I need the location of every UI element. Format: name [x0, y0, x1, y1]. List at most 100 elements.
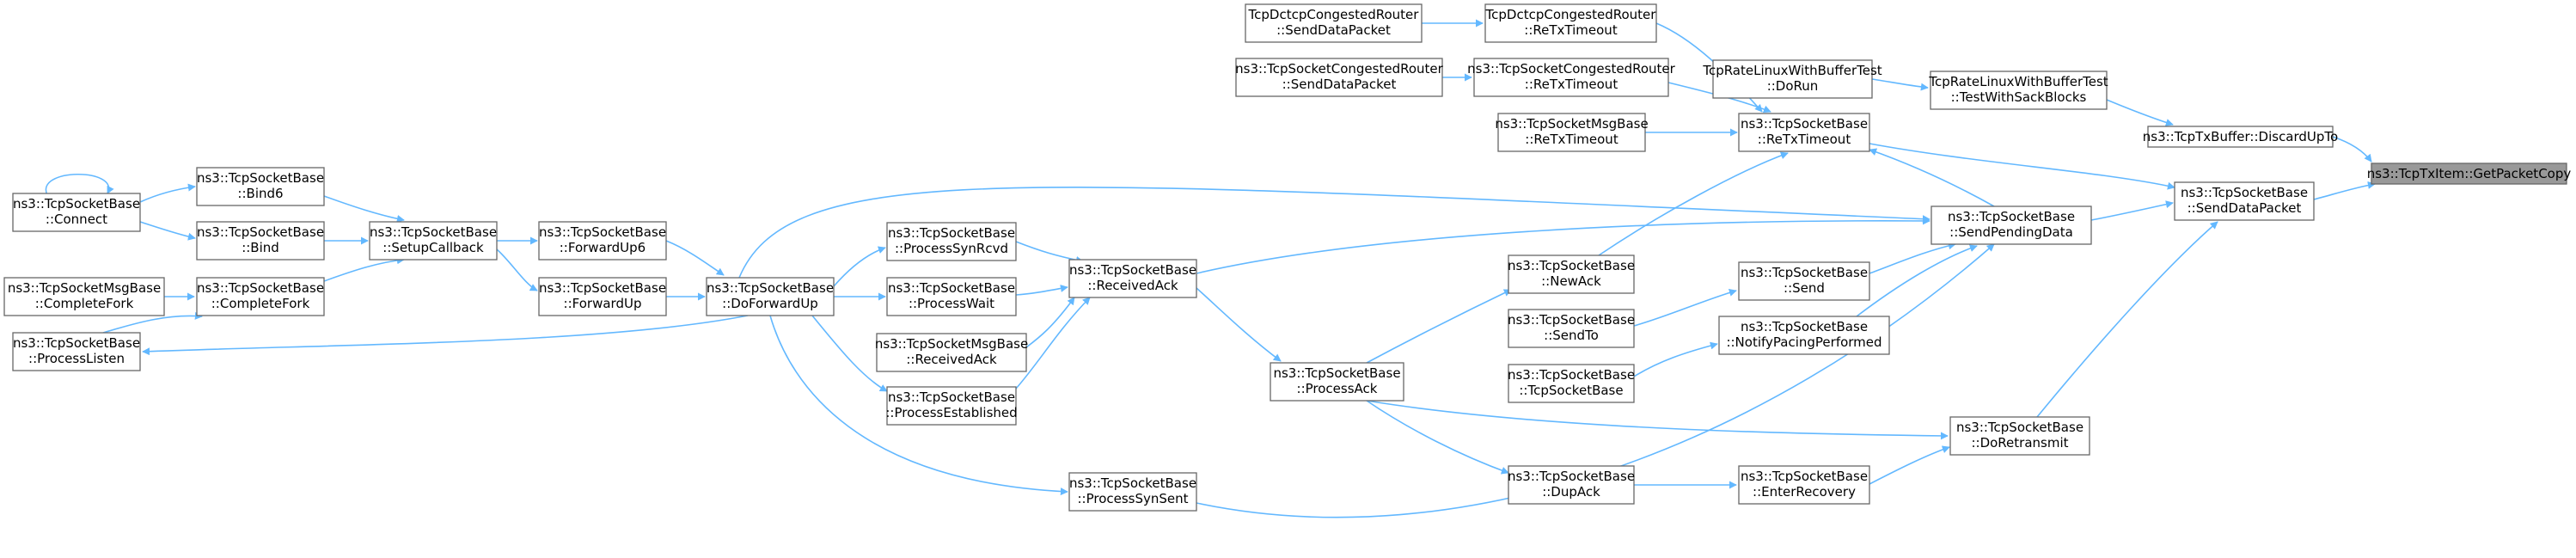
node-box	[369, 221, 498, 261]
node-box	[1484, 3, 1657, 43]
node-msg_retx[interactable]: ns3::TcpSocketMsgBase::ReTxTimeout	[1495, 113, 1649, 152]
node-box	[886, 222, 1017, 261]
node-label-line: ::SendDataPacket	[1282, 77, 1397, 92]
node-box	[1068, 259, 1197, 298]
node-bind[interactable]: ns3::TcpSocketBase::Bind	[196, 221, 325, 261]
node-label-line: ns3::TcpSocketBase	[13, 335, 140, 351]
node-label-line: ns3::TcpSocketBase	[13, 196, 140, 212]
node-dctcp_retx[interactable]: TcpDctcpCongestedRouter::ReTxTimeout	[1484, 3, 1657, 43]
node-box	[1949, 416, 2090, 456]
edge-dctcp_retx-to-retxtimeout	[1655, 22, 1763, 113]
node-label-line: ns3::TcpSocketBase	[1741, 116, 1868, 132]
node-ctor[interactable]: ns3::TcpSocketBase::TcpSocketBase	[1508, 364, 1635, 403]
node-label-line: ::TestWithSackBlocks	[1951, 89, 2087, 105]
edge-processwait-to-receivedack	[1015, 285, 1068, 296]
node-label-line: ::ProcessSynRcvd	[895, 241, 1008, 256]
node-setupcallback[interactable]: ns3::TcpSocketBase::SetupCallback	[369, 221, 498, 261]
node-processack[interactable]: ns3::TcpSocketBase::ProcessAck	[1270, 362, 1404, 402]
node-label-line: ns3::TcpSocketBase	[1508, 312, 1635, 328]
node-label-line: ::SendPendingData	[1949, 224, 2073, 240]
node-box	[876, 333, 1027, 372]
node-discardupto[interactable]: ns3::TcpTxBuffer::DiscardUpTo	[2143, 126, 2338, 148]
edge-completefork-to-setupcallback	[323, 256, 405, 282]
node-box	[12, 332, 141, 371]
node-label-line: ::ProcessWait	[909, 296, 994, 311]
node-label-line: ns3::TcpSocketBase	[888, 280, 1015, 296]
node-label-line: ::Send	[1784, 280, 1825, 296]
node-sendto[interactable]: ns3::TcpSocketBase::SendTo	[1508, 309, 1635, 348]
edge-processsynrcvd-to-receivedack	[1015, 241, 1084, 264]
node-box	[706, 277, 835, 316]
edge-receivedack-to-processack	[1196, 287, 1282, 362]
edge-sackblocks-to-discardupto	[2106, 99, 2174, 126]
node-notifypacing[interactable]: ns3::TcpSocketBase::NotifyPacingPerforme…	[1718, 316, 1890, 355]
node-label-line: ns3::TcpTxItem::GetPacketCopy	[2367, 166, 2572, 181]
node-label-line: ns3::TcpTxBuffer::DiscardUpTo	[2143, 129, 2338, 144]
node-label-line: ns3::TcpSocketMsgBase	[8, 280, 161, 296]
node-doforwardup[interactable]: ns3::TcpSocketBase::DoForwardUp	[706, 277, 835, 316]
edge-enterrecovery-to-doretransmit	[1869, 445, 1950, 485]
node-label-line: ns3::TcpSocketBase	[1741, 319, 1868, 334]
node-label-line: ::Bind	[242, 240, 279, 255]
node-receivedack[interactable]: ns3::TcpSocketBase::ReceivedAck	[1068, 259, 1197, 298]
node-label-line: ::EnterRecovery	[1753, 484, 1856, 500]
node-label-line: ::ForwardUp6	[560, 240, 646, 255]
node-label-line: ::NewAck	[1541, 273, 1601, 289]
node-send[interactable]: ns3::TcpSocketBase::Send	[1738, 261, 1870, 301]
node-box	[1270, 362, 1404, 402]
node-label-line: ns3::TcpSocketBase	[1956, 420, 2083, 435]
node-box	[886, 386, 1017, 426]
node-label-line: ns3::TcpSocketMsgBase	[875, 336, 1028, 352]
node-box	[1508, 465, 1635, 505]
node-dorun[interactable]: TcpRateLinuxWithBufferTest::DoRun	[1702, 59, 1882, 99]
node-box	[196, 221, 325, 261]
node-label-line: ns3::TcpSocketBase	[2181, 185, 2308, 200]
node-cong_retx[interactable]: ns3::TcpSocketCongestedRouter::ReTxTimeo…	[1467, 58, 1676, 97]
node-label-line: ns3::TcpSocketBase	[1069, 262, 1196, 278]
node-box	[1930, 71, 2108, 110]
node-processestablished[interactable]: ns3::TcpSocketBase::ProcessEstablished	[885, 386, 1018, 426]
node-box	[196, 277, 325, 316]
node-label-line: ::SendDataPacket	[1276, 22, 1391, 38]
node-label-line: ns3::TcpSocketBase	[197, 280, 324, 296]
node-connect[interactable]: ns3::TcpSocketBase::Connect	[12, 193, 141, 232]
node-doretransmit[interactable]: ns3::TcpSocketBase::DoRetransmit	[1949, 416, 2090, 456]
node-dctcp_send[interactable]: TcpDctcpCongestedRouter::SendDataPacket	[1245, 3, 1423, 43]
node-senddatapacket[interactable]: ns3::TcpSocketBase::SendDataPacket	[2174, 181, 2315, 221]
node-label-line: ns3::TcpSocketBase	[1069, 475, 1196, 491]
node-label-line: ns3::TcpSocketBase	[1741, 265, 1868, 280]
node-sendpendingdata[interactable]: ns3::TcpSocketBase::SendPendingData	[1930, 205, 2092, 245]
node-label-line: ::ForwardUp	[564, 296, 642, 311]
node-newack[interactable]: ns3::TcpSocketBase::NewAck	[1508, 254, 1635, 294]
node-processsynsent[interactable]: ns3::TcpSocketBase::ProcessSynSent	[1068, 472, 1197, 512]
node-processlisten[interactable]: ns3::TcpSocketBase::ProcessListen	[12, 332, 141, 371]
node-box	[538, 221, 667, 261]
node-box	[1473, 58, 1669, 97]
node-label-line: ns3::TcpSocketBase	[197, 170, 324, 186]
node-dupack[interactable]: ns3::TcpSocketBase::DupAck	[1508, 465, 1635, 505]
node-forwardup[interactable]: ns3::TcpSocketBase::ForwardUp	[538, 277, 667, 316]
node-label-line: ns3::TcpSocketBase	[1508, 469, 1635, 484]
node-label-line: TcpRateLinuxWithBufferTest	[1702, 63, 1882, 78]
node-sackblocks[interactable]: TcpRateLinuxWithBufferTest::TestWithSack…	[1928, 71, 2108, 110]
node-msg_receivedack[interactable]: ns3::TcpSocketMsgBase::ReceivedAck	[875, 333, 1028, 372]
node-box	[538, 277, 667, 316]
node-retxtimeout[interactable]: ns3::TcpSocketBase::ReTxTimeout	[1738, 113, 1870, 152]
node-enterrecovery[interactable]: ns3::TcpSocketBase::EnterRecovery	[1738, 465, 1870, 505]
node-box	[2147, 126, 2334, 148]
node-cong_send[interactable]: ns3::TcpSocketCongestedRouter::SendDataP…	[1235, 58, 1444, 97]
node-box	[886, 277, 1017, 316]
node-processsynrcvd[interactable]: ns3::TcpSocketBase::ProcessSynRcvd	[886, 222, 1017, 261]
node-completefork[interactable]: ns3::TcpSocketBase::CompleteFork	[196, 277, 325, 316]
node-bind6[interactable]: ns3::TcpSocketBase::Bind6	[196, 167, 325, 206]
node-box	[1508, 364, 1635, 403]
node-processwait[interactable]: ns3::TcpSocketBase::ProcessWait	[886, 277, 1017, 316]
node-label-line: ::ProcessListen	[28, 351, 125, 366]
node-forwardup6[interactable]: ns3::TcpSocketBase::ForwardUp6	[538, 221, 667, 261]
node-msg_completefork[interactable]: ns3::TcpSocketMsgBase::CompleteFork	[3, 277, 165, 316]
node-label-line: ns3::TcpSocketCongestedRouter	[1235, 61, 1443, 77]
node-label-line: ns3::TcpSocketBase	[197, 224, 324, 240]
node-getpacketcopy[interactable]: ns3::TcpTxItem::GetPacketCopy	[2367, 162, 2572, 185]
edge-send-to-sendpendingdata	[1869, 242, 1956, 274]
